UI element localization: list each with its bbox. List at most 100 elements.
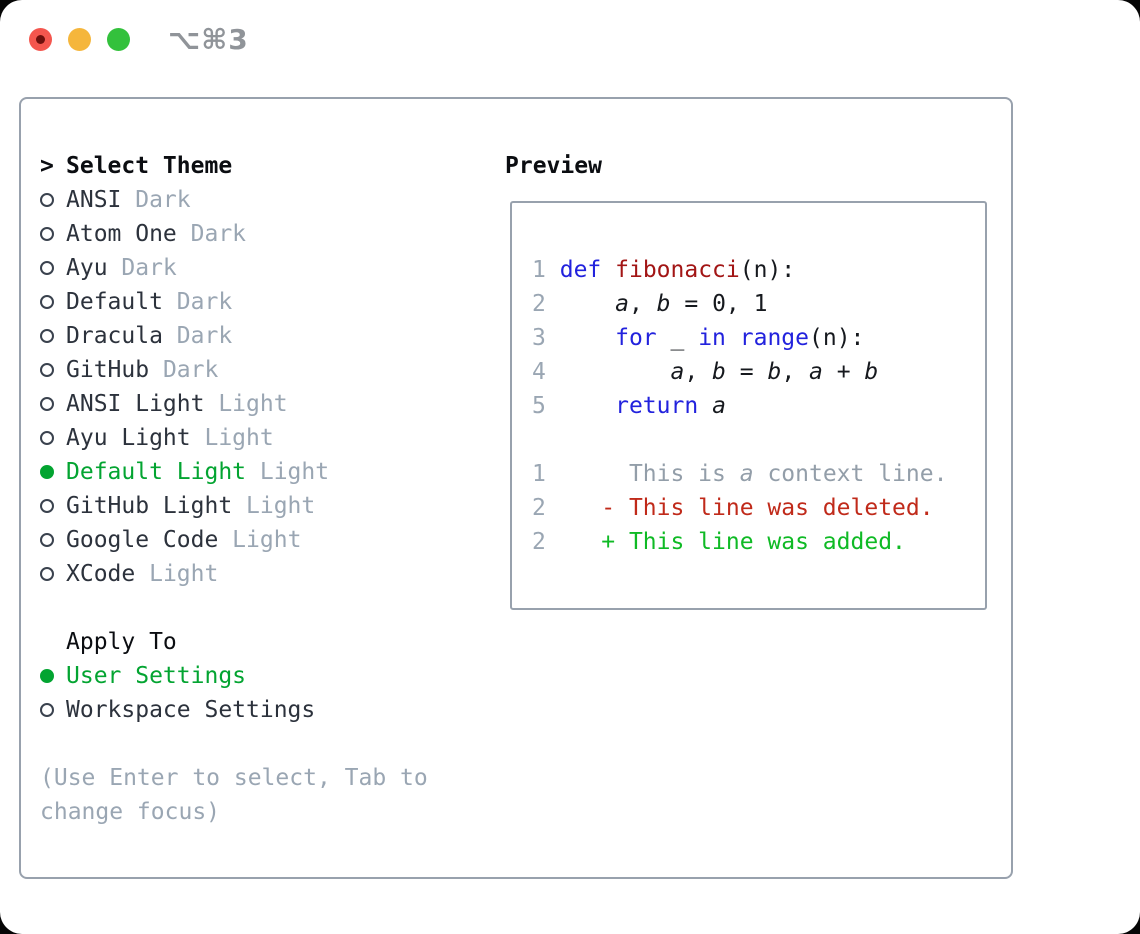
code-token: in xyxy=(698,325,726,351)
code-token: - This line was deleted. xyxy=(601,495,934,521)
line-number: 2 xyxy=(532,495,546,521)
radio-icon xyxy=(40,431,54,445)
theme-name: GitHub Light xyxy=(66,493,233,519)
code-line: 2 + This line was added. xyxy=(532,525,985,559)
code-token xyxy=(698,393,712,419)
code-token: (n): xyxy=(809,325,865,351)
select-theme-header: >Select Theme xyxy=(40,149,428,183)
radio-icon xyxy=(40,567,54,581)
radio-icon xyxy=(40,329,54,343)
code-token xyxy=(546,291,615,317)
code-token: = xyxy=(725,359,768,385)
code-line: 4 a, b = b, a + b xyxy=(532,355,985,389)
code-token: a xyxy=(615,291,629,317)
theme-variant-tag: Dark xyxy=(149,357,219,383)
code-token xyxy=(546,393,615,419)
theme-name: Google Code xyxy=(66,527,219,553)
radio-icon xyxy=(40,533,54,547)
code-token: , xyxy=(684,359,713,385)
code-token: + xyxy=(822,359,865,385)
theme-option-github-light[interactable]: GitHub Light Light xyxy=(40,489,428,523)
theme-name: GitHub xyxy=(66,357,150,383)
radio-icon xyxy=(40,499,54,513)
code-token: a xyxy=(670,359,685,385)
theme-option-ansi[interactable]: ANSI Dark xyxy=(40,183,428,217)
spacer-row xyxy=(40,591,428,625)
theme-variant-tag: Dark xyxy=(162,289,233,315)
radio-icon xyxy=(40,363,54,377)
radio-icon xyxy=(40,193,54,207)
theme-option-google-code[interactable]: Google Code Light xyxy=(40,523,428,557)
code-token xyxy=(546,495,601,521)
theme-name: Default Light xyxy=(66,459,247,485)
theme-variant-tag: Light xyxy=(246,459,330,485)
code-token xyxy=(546,325,615,351)
radio-icon xyxy=(40,295,54,309)
code-token xyxy=(726,325,740,351)
hint-line-2: change focus) xyxy=(40,799,221,825)
theme-option-ayu[interactable]: Ayu Dark xyxy=(40,251,428,285)
code-line: 2 a, b = 0, 1 xyxy=(532,287,985,321)
code-token: a xyxy=(809,359,823,385)
spacer-row xyxy=(40,727,428,761)
theme-variant-tag: Dark xyxy=(107,255,177,281)
radio-selected-icon xyxy=(40,465,54,479)
code-token: range xyxy=(739,325,810,351)
apply-option-user-settings[interactable]: User Settings xyxy=(40,659,428,693)
code-line: 5 return a xyxy=(532,389,985,423)
code-token: b xyxy=(656,291,671,317)
line-number: 4 xyxy=(532,359,546,385)
theme-option-dracula[interactable]: Dracula Dark xyxy=(40,319,428,353)
code-token xyxy=(601,257,615,283)
code-token: , xyxy=(628,291,657,317)
preview-title: Preview xyxy=(505,153,602,179)
titlebar: ⌥⌘3 xyxy=(29,23,249,56)
radio-icon xyxy=(40,261,54,275)
theme-option-default-light[interactable]: Default Light Light xyxy=(40,455,428,489)
code-token: b xyxy=(767,359,782,385)
theme-option-xcode[interactable]: XCode Light xyxy=(40,557,428,591)
minimize-button[interactable] xyxy=(68,27,91,51)
code-token: def xyxy=(559,257,602,283)
apply-option-label: Workspace Settings xyxy=(66,697,316,723)
theme-variant-tag: Light xyxy=(218,527,302,553)
code-token xyxy=(546,257,560,283)
theme-option-github[interactable]: GitHub Dark xyxy=(40,353,428,387)
theme-name: ANSI xyxy=(66,187,122,213)
radio-icon xyxy=(40,397,54,411)
line-number: 2 xyxy=(532,291,546,317)
select-theme-title: Select Theme xyxy=(66,153,233,179)
code-token: for xyxy=(615,325,657,351)
zoom-button[interactable] xyxy=(107,27,130,51)
code-token: (n): xyxy=(739,257,796,283)
code-token: b xyxy=(712,359,726,385)
apply-to-title: Apply To xyxy=(66,629,177,655)
theme-option-ayu-light[interactable]: Ayu Light Light xyxy=(40,421,428,455)
code-token xyxy=(546,359,671,385)
theme-variant-tag: Light xyxy=(204,391,288,417)
theme-option-atom-one[interactable]: Atom One Dark xyxy=(40,217,428,251)
theme-name: Atom One xyxy=(66,221,177,247)
code-token: fibonacci xyxy=(615,257,740,283)
theme-variant-tag: Light xyxy=(232,493,316,519)
line-number: 2 xyxy=(532,529,546,555)
code-token: This is xyxy=(545,461,740,487)
radio-icon xyxy=(40,703,54,717)
theme-option-ansi-light[interactable]: ANSI Light Light xyxy=(40,387,428,421)
close-button[interactable] xyxy=(29,27,52,51)
code-line: 2 - This line was deleted. xyxy=(532,491,985,525)
apply-option-workspace-settings[interactable]: Workspace Settings xyxy=(40,693,428,727)
theme-name: Default xyxy=(66,289,163,315)
apply-to-header: Apply To xyxy=(40,625,428,659)
code-token: context line. xyxy=(753,461,948,487)
code-token: b xyxy=(864,359,879,385)
keyboard-shortcut-label: ⌥⌘3 xyxy=(168,22,249,56)
line-number: 1 xyxy=(532,461,546,487)
code-token: = 0, 1 xyxy=(670,291,768,317)
theme-option-default[interactable]: Default Dark xyxy=(40,285,428,319)
line-number: 1 xyxy=(532,257,546,283)
code-token: , xyxy=(781,359,810,385)
